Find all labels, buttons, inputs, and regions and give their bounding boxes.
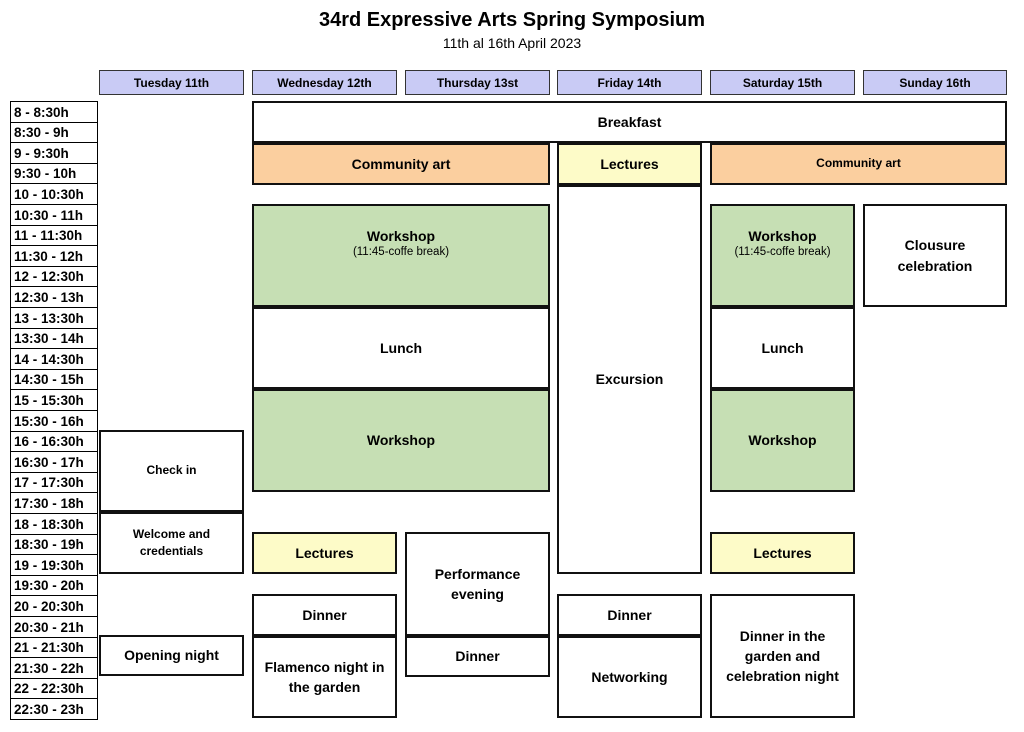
time-slot: 21:30 - 22h <box>10 657 98 679</box>
time-slot: 19 - 19:30h <box>10 554 98 576</box>
time-slot: 20 - 20:30h <box>10 595 98 617</box>
time-slot: 9:30 - 10h <box>10 163 98 184</box>
event-lectures-friday: Lectures <box>557 143 702 185</box>
time-slot: 8:30 - 9h <box>10 122 98 143</box>
time-slot: 14:30 - 15h <box>10 369 98 390</box>
day-header-sunday: Sunday 16th <box>863 70 1007 95</box>
event-dinner-friday: Dinner <box>557 594 702 636</box>
event-community-art-wed-thu: Community art <box>252 143 550 185</box>
event-workshop-morning-wed-thu: Workshop (11:45-coffe break) <box>252 204 550 307</box>
page-title: 34rd Expressive Arts Spring Symposium <box>318 9 706 31</box>
time-slot: 22:30 - 23h <box>10 698 98 720</box>
time-slot: 17 - 17:30h <box>10 472 98 493</box>
event-performance-evening: Performance evening <box>405 532 550 636</box>
day-header-saturday: Saturday 15th <box>710 70 855 95</box>
time-slot: 15 - 15:30h <box>10 389 98 411</box>
event-opening-night: Opening night <box>99 635 244 676</box>
day-header-friday: Friday 14th <box>557 70 702 95</box>
time-slot: 17:30 - 18h <box>10 492 98 514</box>
event-welcome-credentials: Welcome and credentials <box>99 512 244 574</box>
time-slot: 10 - 10:30h <box>10 183 98 205</box>
event-lunch-wed-thu: Lunch <box>252 307 550 389</box>
time-slot: 13 - 13:30h <box>10 307 98 329</box>
event-workshop-afternoon-wed-thu: Workshop <box>252 389 550 492</box>
time-slot: 19:30 - 20h <box>10 575 98 596</box>
time-slot: 21 - 21:30h <box>10 637 98 658</box>
time-slot: 8 - 8:30h <box>10 101 98 123</box>
time-slot: 13:30 - 14h <box>10 328 98 349</box>
time-slot: 11:30 - 12h <box>10 245 98 267</box>
event-dinner-thursday: Dinner <box>405 636 550 677</box>
event-workshop-morning-saturday: Workshop (11:45-coffe break) <box>710 204 855 307</box>
time-slot: 11 - 11:30h <box>10 225 98 246</box>
time-slot: 18 - 18:30h <box>10 513 98 535</box>
event-excursion: Excursion <box>557 185 702 574</box>
day-header-tuesday: Tuesday 11th <box>99 70 244 95</box>
time-slot: 16 - 16:30h <box>10 431 98 452</box>
event-breakfast: Breakfast <box>252 101 1007 143</box>
event-networking: Networking <box>557 636 702 718</box>
time-slot: 16:30 - 17h <box>10 451 98 473</box>
day-header-thursday: Thursday 13st <box>405 70 550 95</box>
time-slot: 18:30 - 19h <box>10 534 98 555</box>
event-lectures-saturday: Lectures <box>710 532 855 574</box>
page-subtitle: 11th al 16th April 2023 <box>442 35 582 51</box>
event-closure-celebration: Clousure celebration <box>863 204 1007 307</box>
event-dinner-wednesday: Dinner <box>252 594 397 636</box>
event-lunch-saturday: Lunch <box>710 307 855 389</box>
time-slot: 14 - 14:30h <box>10 348 98 370</box>
time-slot: 12:30 - 13h <box>10 286 98 308</box>
day-header-wednesday: Wednesday 12th <box>252 70 397 95</box>
time-slot: 10:30 - 11h <box>10 204 98 226</box>
time-slot: 9 - 9:30h <box>10 142 98 164</box>
event-workshop-afternoon-saturday: Workshop <box>710 389 855 492</box>
event-dinner-celebration-night: Dinner in the garden and celebration nig… <box>710 594 855 718</box>
event-lectures-wednesday: Lectures <box>252 532 397 574</box>
event-check-in: Check in <box>99 430 244 512</box>
event-flamenco-night: Flamenco night in the garden <box>252 636 397 718</box>
event-community-art-sat-sun: Community art <box>710 143 1007 185</box>
time-slot: 20:30 - 21h <box>10 616 98 638</box>
time-slot: 12 - 12:30h <box>10 266 98 287</box>
time-slot: 22 - 22:30h <box>10 678 98 699</box>
time-slot: 15:30 - 16h <box>10 410 98 432</box>
